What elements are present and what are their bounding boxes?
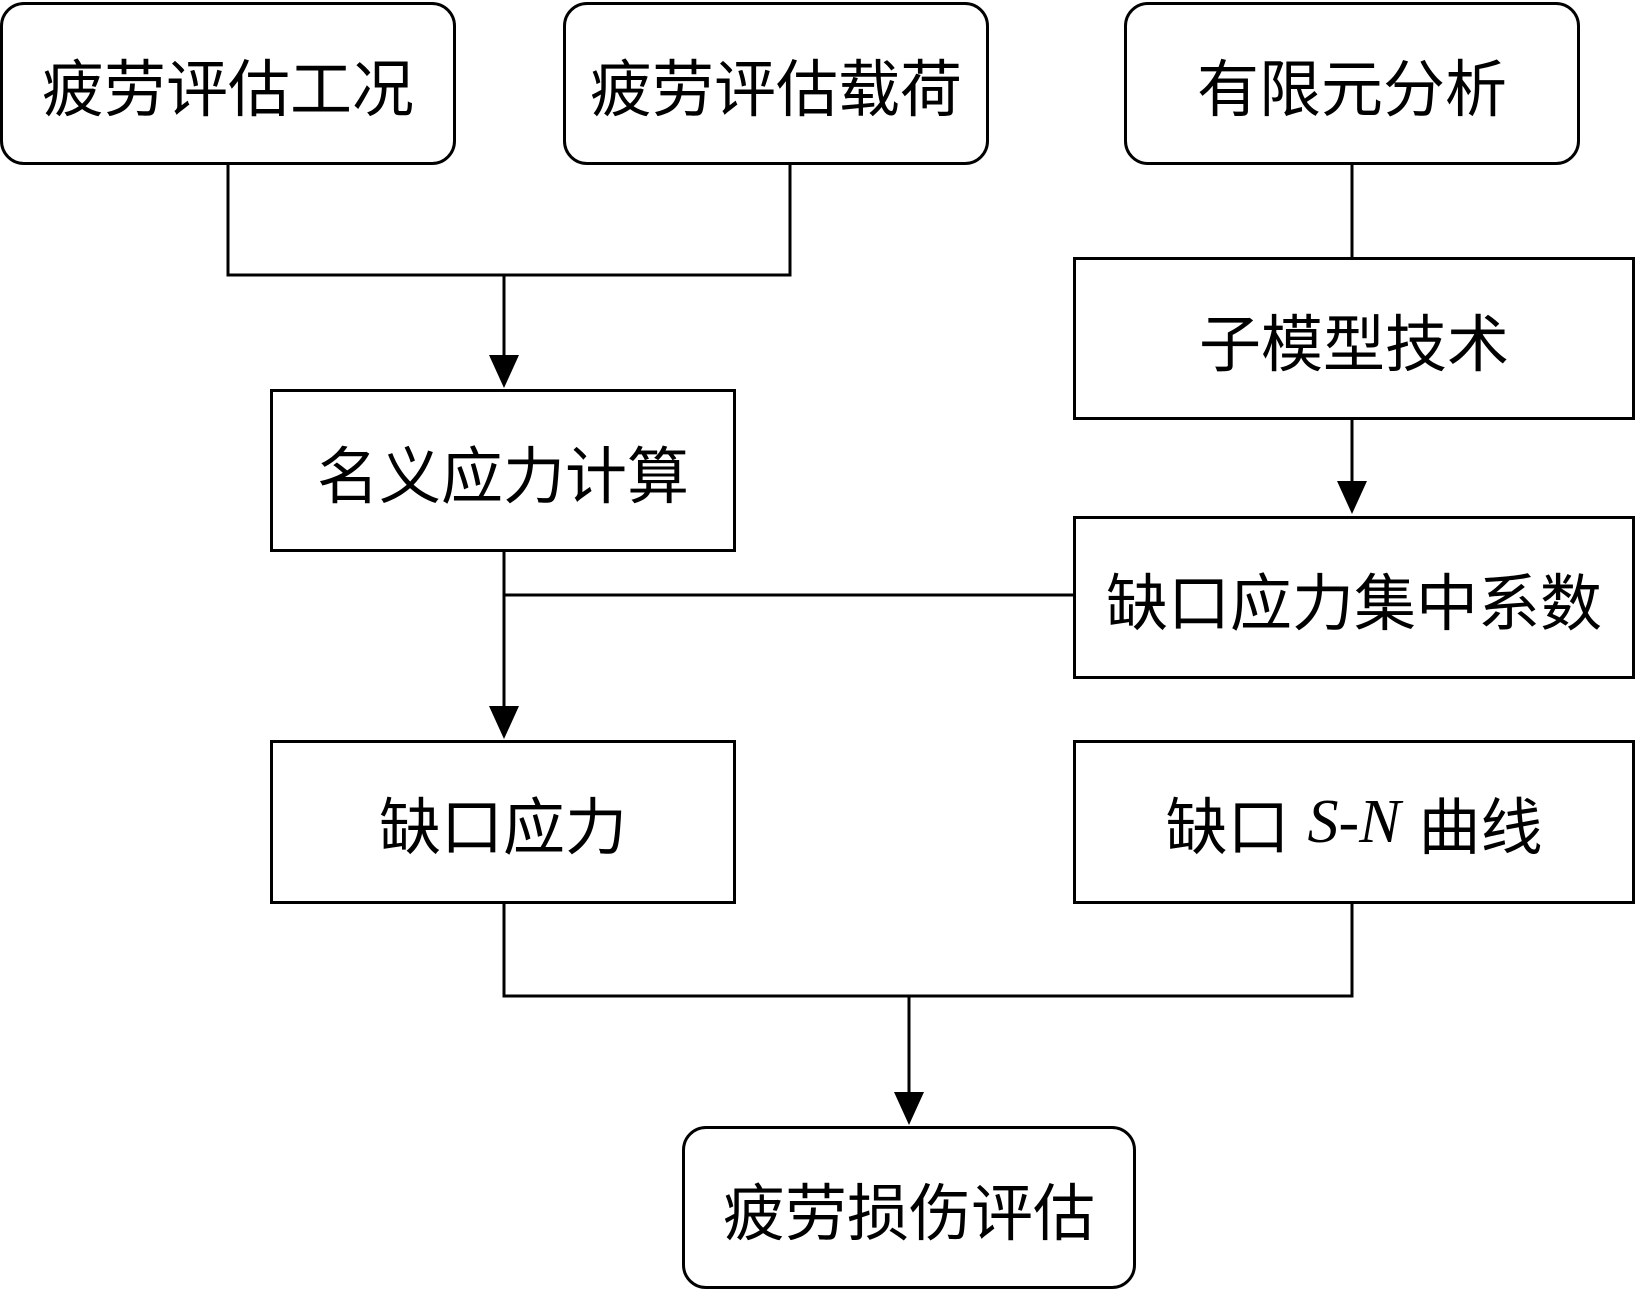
connector-condition-load-merge	[226, 165, 792, 277]
arrowhead-notch-stress	[489, 706, 519, 739]
connector-bottom-merge	[502, 904, 1354, 998]
node-notch-stress: 缺口应力	[270, 740, 736, 904]
node-sn-curve-italic: S-N	[1307, 787, 1401, 856]
node-submodel-label: 子模型技术	[1198, 307, 1509, 381]
node-damage-assessment-label: 疲劳损伤评估	[722, 1176, 1095, 1250]
node-scf-label: 缺口应力集中系数	[1105, 566, 1602, 640]
node-sn-curve: 缺口 S-N 曲线	[1073, 740, 1635, 904]
node-damage-assessment: 疲劳损伤评估	[682, 1126, 1136, 1289]
node-notch-stress-label: 缺口应力	[378, 791, 627, 864]
arrowhead-scf	[1337, 481, 1367, 514]
node-scf: 缺口应力集中系数	[1073, 516, 1635, 679]
node-sn-curve-prefix: 缺口	[1165, 791, 1290, 864]
node-fea-label: 有限元分析	[1196, 52, 1507, 126]
node-fea: 有限元分析	[1124, 2, 1580, 165]
node-fatigue-load-label: 疲劳评估载荷	[589, 52, 962, 126]
node-fatigue-condition-label: 疲劳评估工况	[41, 52, 414, 126]
arrowhead-damage	[894, 1092, 924, 1125]
node-sn-curve-suffix: 曲线	[1418, 791, 1543, 864]
arrowhead-nominal-stress	[489, 355, 519, 388]
node-fatigue-load: 疲劳评估载荷	[563, 2, 989, 165]
node-fatigue-condition: 疲劳评估工况	[0, 2, 456, 165]
node-nominal-stress-label: 名义应力计算	[316, 439, 689, 513]
node-submodel: 子模型技术	[1073, 257, 1635, 420]
node-nominal-stress: 名义应力计算	[270, 389, 736, 552]
